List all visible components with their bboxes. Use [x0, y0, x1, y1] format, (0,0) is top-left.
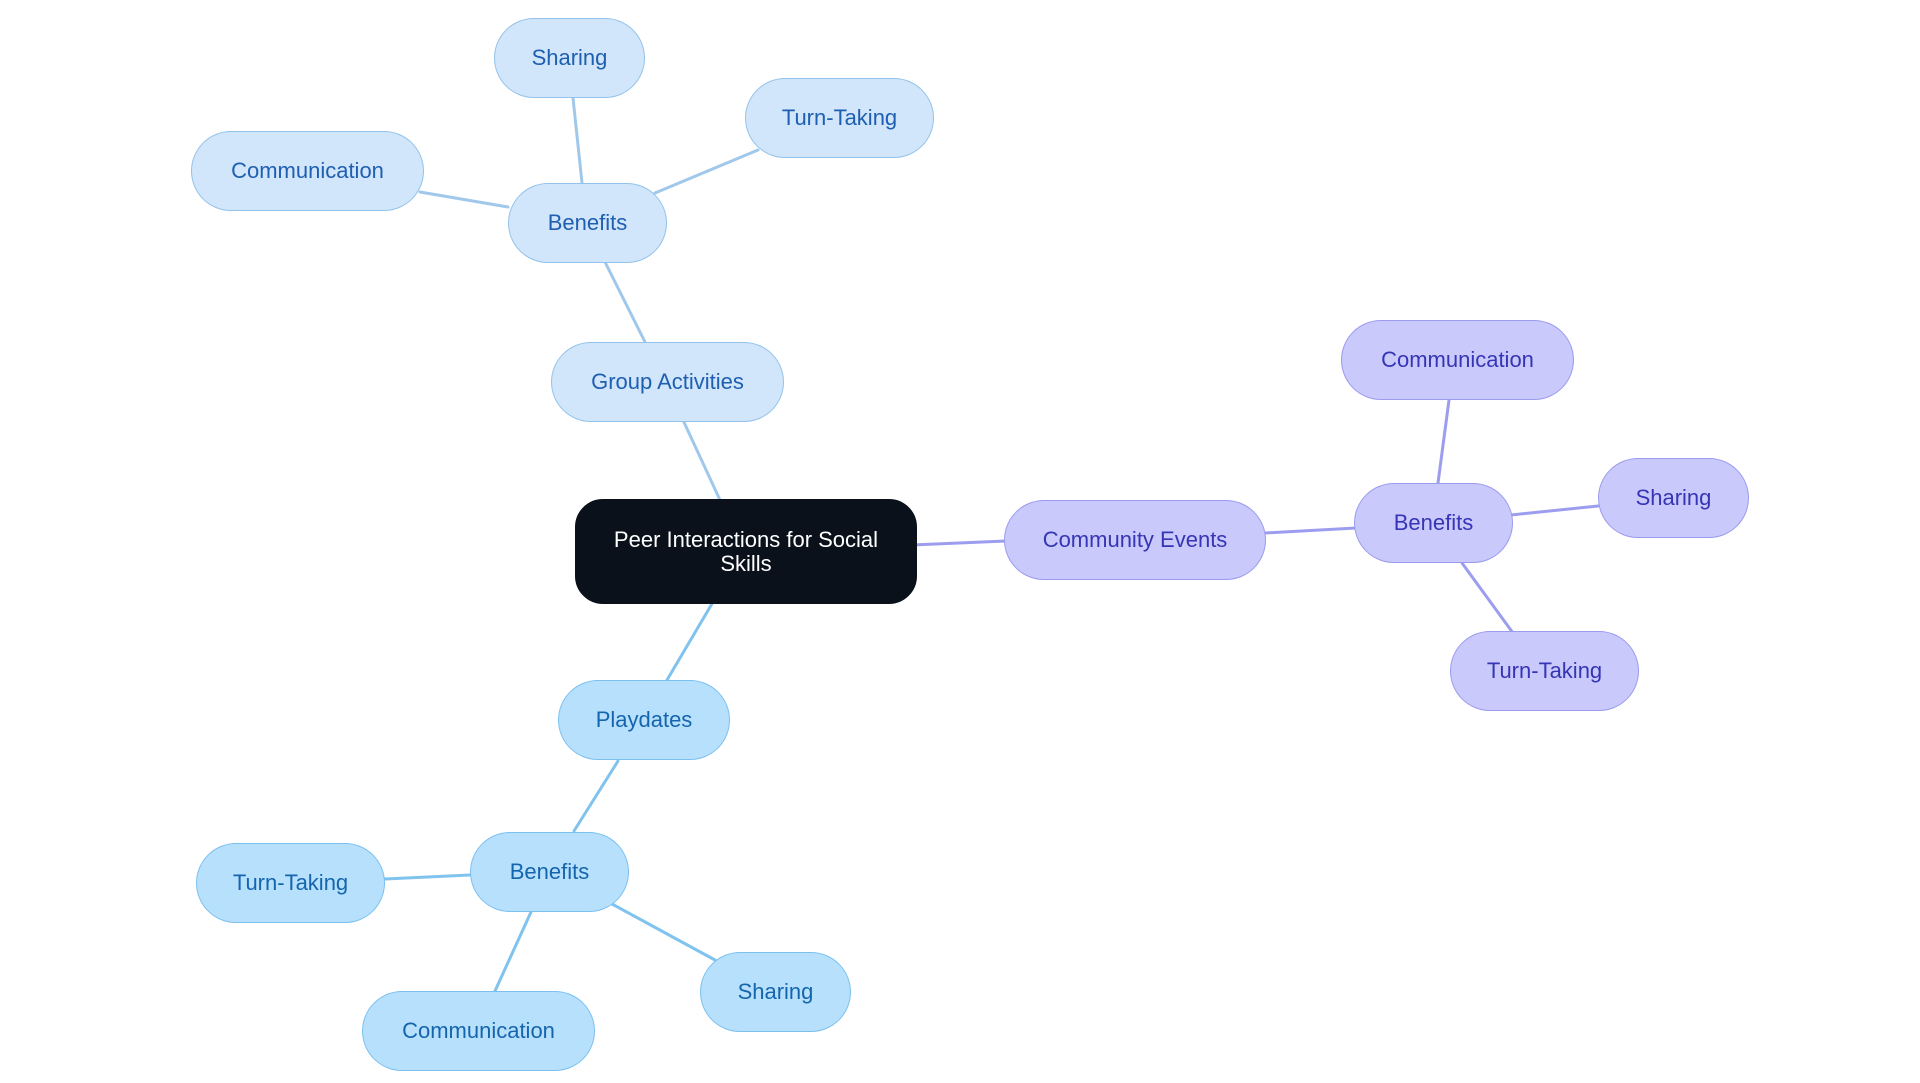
play-benefits-node[interactable]: Benefits	[470, 832, 629, 912]
edge-root-community	[910, 539, 1008, 547]
group-sharing-node[interactable]: Sharing	[494, 18, 645, 98]
group-sharing-label: Sharing	[531, 45, 608, 71]
community-events-node[interactable]: Community Events	[1004, 500, 1266, 580]
edge-group-benefits-sharing	[571, 96, 584, 185]
group-benefits-node[interactable]: Benefits	[508, 183, 667, 263]
edge-play-benefits	[572, 759, 620, 833]
play-turntaking-label: Turn-Taking	[232, 870, 349, 896]
community-sharing-label: Sharing	[1635, 485, 1712, 511]
root-node[interactable]: Peer Interactions for Social Skills	[575, 499, 917, 604]
community-communication-label: Communication	[1381, 347, 1534, 373]
community-turntaking-label: Turn-Taking	[1486, 658, 1603, 684]
edge-group-benefits	[603, 260, 647, 344]
edge-group-benefits-communication	[418, 190, 510, 209]
community-sharing-node[interactable]: Sharing	[1598, 458, 1749, 538]
play-turntaking-node[interactable]: Turn-Taking	[196, 843, 385, 923]
group-communication-label: Communication	[231, 158, 384, 184]
edge-play-benefits-sharing	[610, 902, 717, 962]
root-label: Peer Interactions for Social Skills	[613, 527, 879, 576]
play-sharing-node[interactable]: Sharing	[700, 952, 851, 1032]
play-communication-label: Communication	[402, 1018, 555, 1044]
community-communication-node[interactable]: Communication	[1341, 320, 1574, 400]
edge-community-benefits	[1263, 526, 1358, 535]
edge-community-benefits-communication	[1436, 398, 1451, 485]
edge-community-benefits-sharing	[1509, 504, 1600, 517]
play-communication-node[interactable]: Communication	[362, 991, 595, 1071]
group-turntaking-label: Turn-Taking	[781, 105, 898, 131]
group-benefits-label: Benefits	[547, 210, 628, 236]
edge-play-benefits-turntaking	[383, 873, 472, 881]
group-turntaking-node[interactable]: Turn-Taking	[745, 78, 934, 158]
play-benefits-label: Benefits	[509, 859, 590, 885]
play-sharing-label: Sharing	[737, 979, 814, 1005]
group-communication-node[interactable]: Communication	[191, 131, 424, 211]
group-activities-node[interactable]: Group Activities	[551, 342, 784, 422]
playdates-label: Playdates	[595, 707, 693, 733]
community-benefits-label: Benefits	[1393, 510, 1474, 536]
group-activities-label: Group Activities	[591, 369, 744, 395]
community-events-label: Community Events	[1042, 527, 1228, 553]
edge-root-play	[665, 600, 715, 682]
playdates-node[interactable]: Playdates	[558, 680, 730, 760]
community-benefits-node[interactable]: Benefits	[1354, 483, 1513, 563]
edge-community-benefits-turntaking	[1460, 561, 1515, 635]
edge-play-benefits-communication	[493, 910, 533, 993]
edge-group-benefits-turntaking	[653, 148, 760, 195]
community-turntaking-node[interactable]: Turn-Taking	[1450, 631, 1639, 711]
